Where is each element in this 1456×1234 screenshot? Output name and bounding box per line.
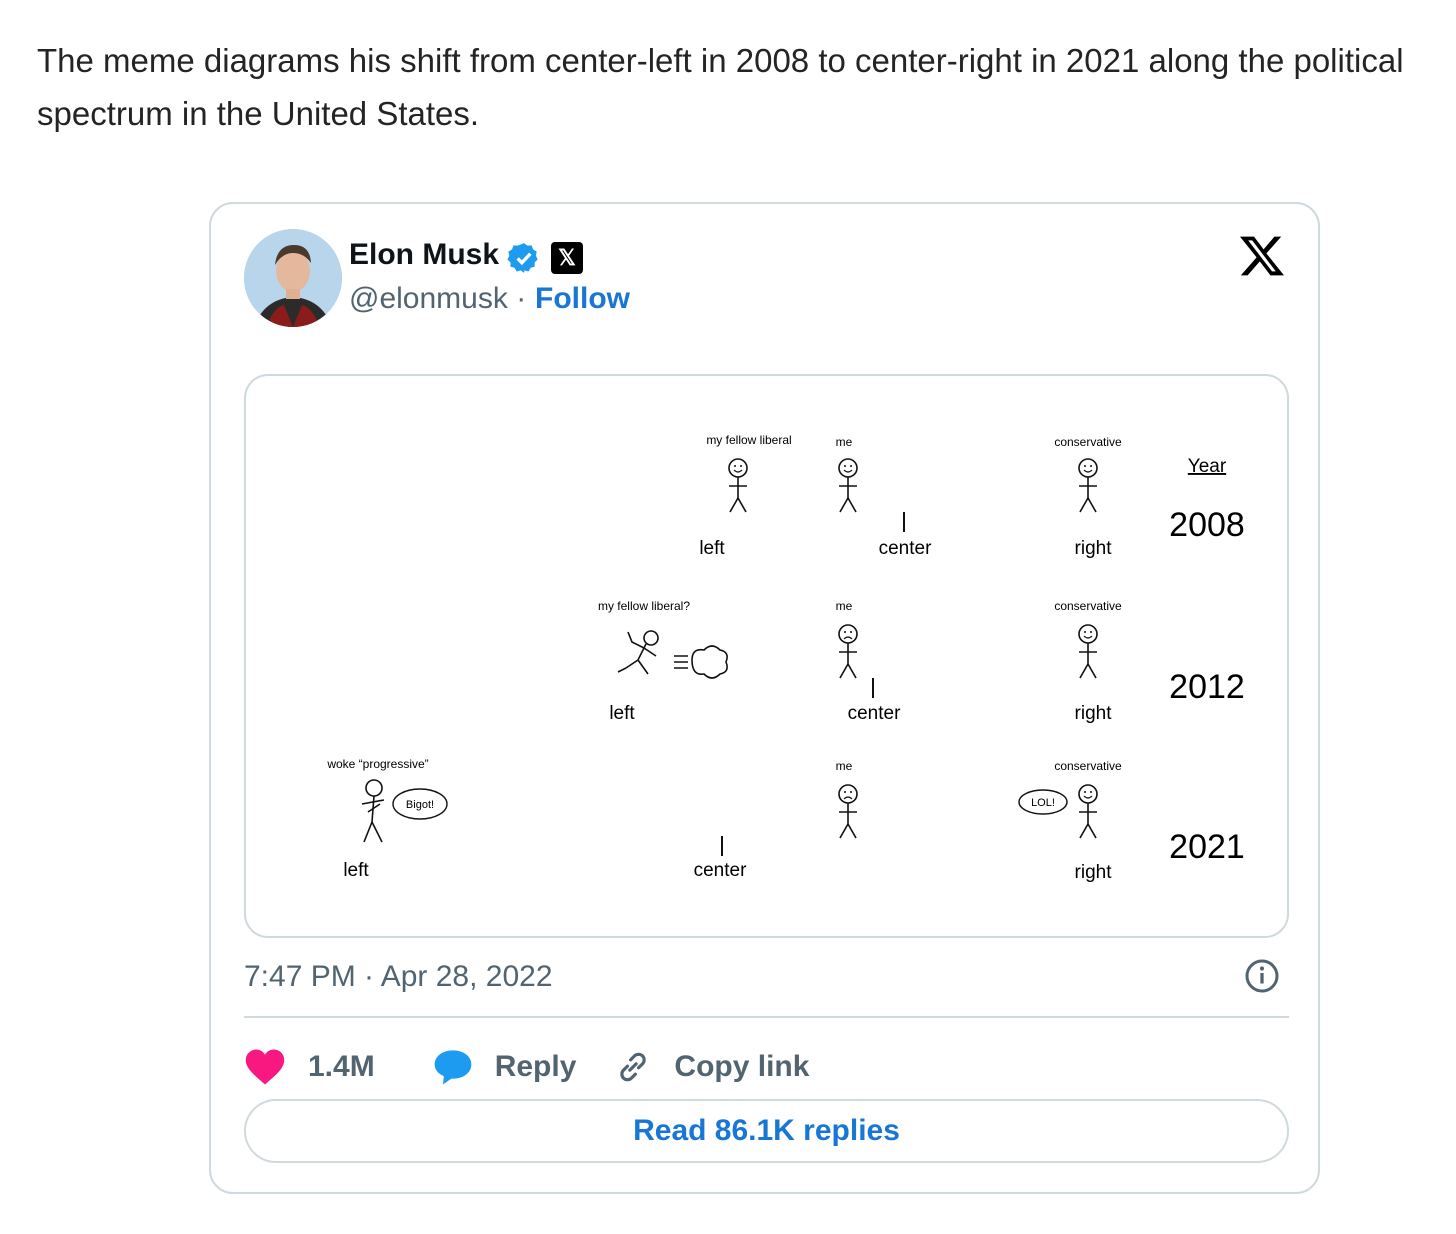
me-figure xyxy=(838,624,858,679)
row-2021: woke “progressive” me conservative Bigot… xyxy=(326,757,1245,883)
meme-diagram: Year my fellow liberal me conservative l… xyxy=(326,433,1245,883)
conservative-figure xyxy=(1078,458,1098,513)
progressive-label-2021: woke “progressive” xyxy=(326,757,428,771)
author-name[interactable]: Elon Musk xyxy=(349,238,500,271)
center-label-2008: center xyxy=(879,538,932,559)
info-icon[interactable] xyxy=(1244,958,1280,994)
left-label-2012: left xyxy=(609,703,635,724)
center-label-2021: center xyxy=(694,860,747,881)
x-logo-icon[interactable] xyxy=(1238,232,1286,280)
liberal-label-2012: my fellow liberal? xyxy=(598,599,690,613)
me-label-2012: me xyxy=(836,599,853,613)
year-2012: 2012 xyxy=(1169,668,1245,706)
left-label-2008: left xyxy=(699,538,725,559)
x-affiliate-badge-icon: 𝕏 xyxy=(551,242,583,274)
liberal-figure xyxy=(728,458,748,513)
tweet-media-image[interactable]: Year my fellow liberal me conservative l… xyxy=(244,374,1289,938)
verified-badge-icon xyxy=(507,243,538,273)
center-label-2012: center xyxy=(848,703,901,724)
reply-bubble-icon xyxy=(434,1050,472,1085)
right-label-2008: right xyxy=(1075,538,1113,559)
conservative-figure xyxy=(1078,784,1098,839)
conservative-label-2008: conservative xyxy=(1054,435,1122,449)
reply-button[interactable]: Reply xyxy=(433,1048,577,1086)
me-figure xyxy=(838,458,858,513)
article-caption: The meme diagrams his shift from center-… xyxy=(37,42,1404,132)
divider xyxy=(244,1016,1289,1018)
running-liberal-figure xyxy=(617,630,728,679)
embedded-tweet-card[interactable]: Elon Musk 𝕏 @elonmusk · Follow xyxy=(209,202,1320,1194)
bubble-bigot-text: Bigot! xyxy=(406,799,434,811)
avatar[interactable] xyxy=(244,229,342,327)
copy-link-label: Copy link xyxy=(674,1050,810,1083)
me-label-2008: me xyxy=(836,435,853,449)
left-label-2021: left xyxy=(343,860,369,881)
conservative-label-2021: conservative xyxy=(1054,759,1122,773)
like-button[interactable]: 1.4M xyxy=(244,1047,375,1087)
conservative-label-2012: conservative xyxy=(1054,599,1122,613)
bubble-lol-text: LOL! xyxy=(1031,797,1055,809)
right-label-2021: right xyxy=(1075,862,1113,883)
year-2021: 2021 xyxy=(1169,828,1245,866)
reply-label: Reply xyxy=(494,1050,577,1083)
year-2008: 2008 xyxy=(1169,506,1245,544)
liberal-label-2008: my fellow liberal xyxy=(706,433,791,447)
follow-link[interactable]: Follow xyxy=(535,282,630,315)
bigot-speech-bubble: Bigot! xyxy=(392,788,448,820)
row-2008: my fellow liberal me conservative left c… xyxy=(697,433,1245,559)
meme-year-header: Year xyxy=(1188,456,1227,477)
conservative-figure xyxy=(1078,624,1098,679)
like-count: 1.4M xyxy=(308,1050,375,1083)
row-2012: my fellow liberal? me conservative left … xyxy=(598,599,1245,724)
read-replies-button[interactable]: Read 86.1K replies xyxy=(244,1099,1289,1163)
tweet-timestamp[interactable]: 7:47 PM · Apr 28, 2022 xyxy=(244,960,553,993)
author-handle[interactable]: @elonmusk · xyxy=(349,282,526,316)
link-icon xyxy=(620,1052,647,1082)
lol-speech-bubble: LOL! xyxy=(1018,789,1068,815)
right-label-2012: right xyxy=(1075,703,1113,724)
progressive-figure xyxy=(361,779,385,843)
me-label-2021: me xyxy=(836,759,853,773)
me-figure xyxy=(838,784,858,839)
handle-text: @elonmusk xyxy=(349,282,508,315)
handle-separator: · xyxy=(516,282,527,315)
tweet-actions: 1.4M Reply Copy link xyxy=(244,1042,847,1092)
copy-link-button[interactable]: Copy link xyxy=(614,1048,809,1086)
heart-icon xyxy=(245,1049,285,1085)
